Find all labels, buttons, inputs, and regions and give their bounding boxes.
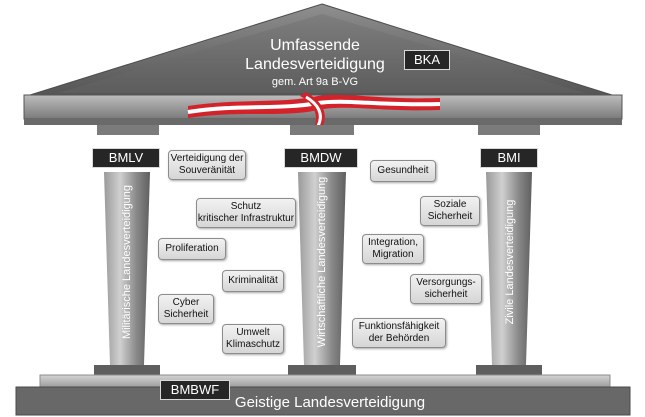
threat-box-supply-security: Versorgungs-sicherheit [410, 274, 482, 304]
pillar-foot-right [476, 365, 542, 375]
threat-box-proliferation: Proliferation [158, 238, 226, 260]
austrian-flag-ribbon [187, 92, 441, 128]
threat-box-integration: Integration,Migration [362, 234, 424, 264]
badge-bmi: BMI [480, 148, 538, 168]
pillar-label-economic: Wirtschaftliche Landesverteidigung [316, 176, 328, 348]
pillar-shaft-right [486, 172, 532, 365]
threat-box-health: Gesundheit [370, 160, 436, 182]
pillar-label-military: Militärische Landesverteidigung [121, 184, 133, 340]
pillar-foot-mid [288, 365, 356, 375]
base-step-lower [15, 386, 631, 416]
badge-bka: BKA [404, 50, 450, 70]
pillar-foot-left [94, 365, 160, 375]
badge-bmdw: BMDW [284, 148, 358, 168]
base-title: Geistige Landesverteidigung [234, 394, 426, 411]
roof-title: Umfassende Landesverteidigung [230, 36, 400, 74]
pillar-label-civil: Zivile Landesverteidigung [504, 199, 516, 325]
pillar-capital-mid [290, 125, 354, 135]
badge-bmbwf: BMBWF [160, 380, 230, 400]
threat-box-crime: Kriminalität [222, 270, 284, 292]
base-step-upper [39, 374, 611, 388]
pillar-capital-right [478, 125, 540, 135]
roof-title-line2: Landesverteidigung [245, 56, 385, 73]
pillar-shaft-mid [298, 172, 346, 365]
pillar-capital-left [97, 125, 159, 135]
roof-title-line1: Umfassende [270, 37, 360, 54]
pillar-shaft-left [104, 172, 150, 365]
roof-subtitle: gem. Art 9a B-VG [271, 76, 359, 88]
badge-bmlv: BMLV [92, 148, 160, 168]
roof-inner [58, 14, 585, 93]
